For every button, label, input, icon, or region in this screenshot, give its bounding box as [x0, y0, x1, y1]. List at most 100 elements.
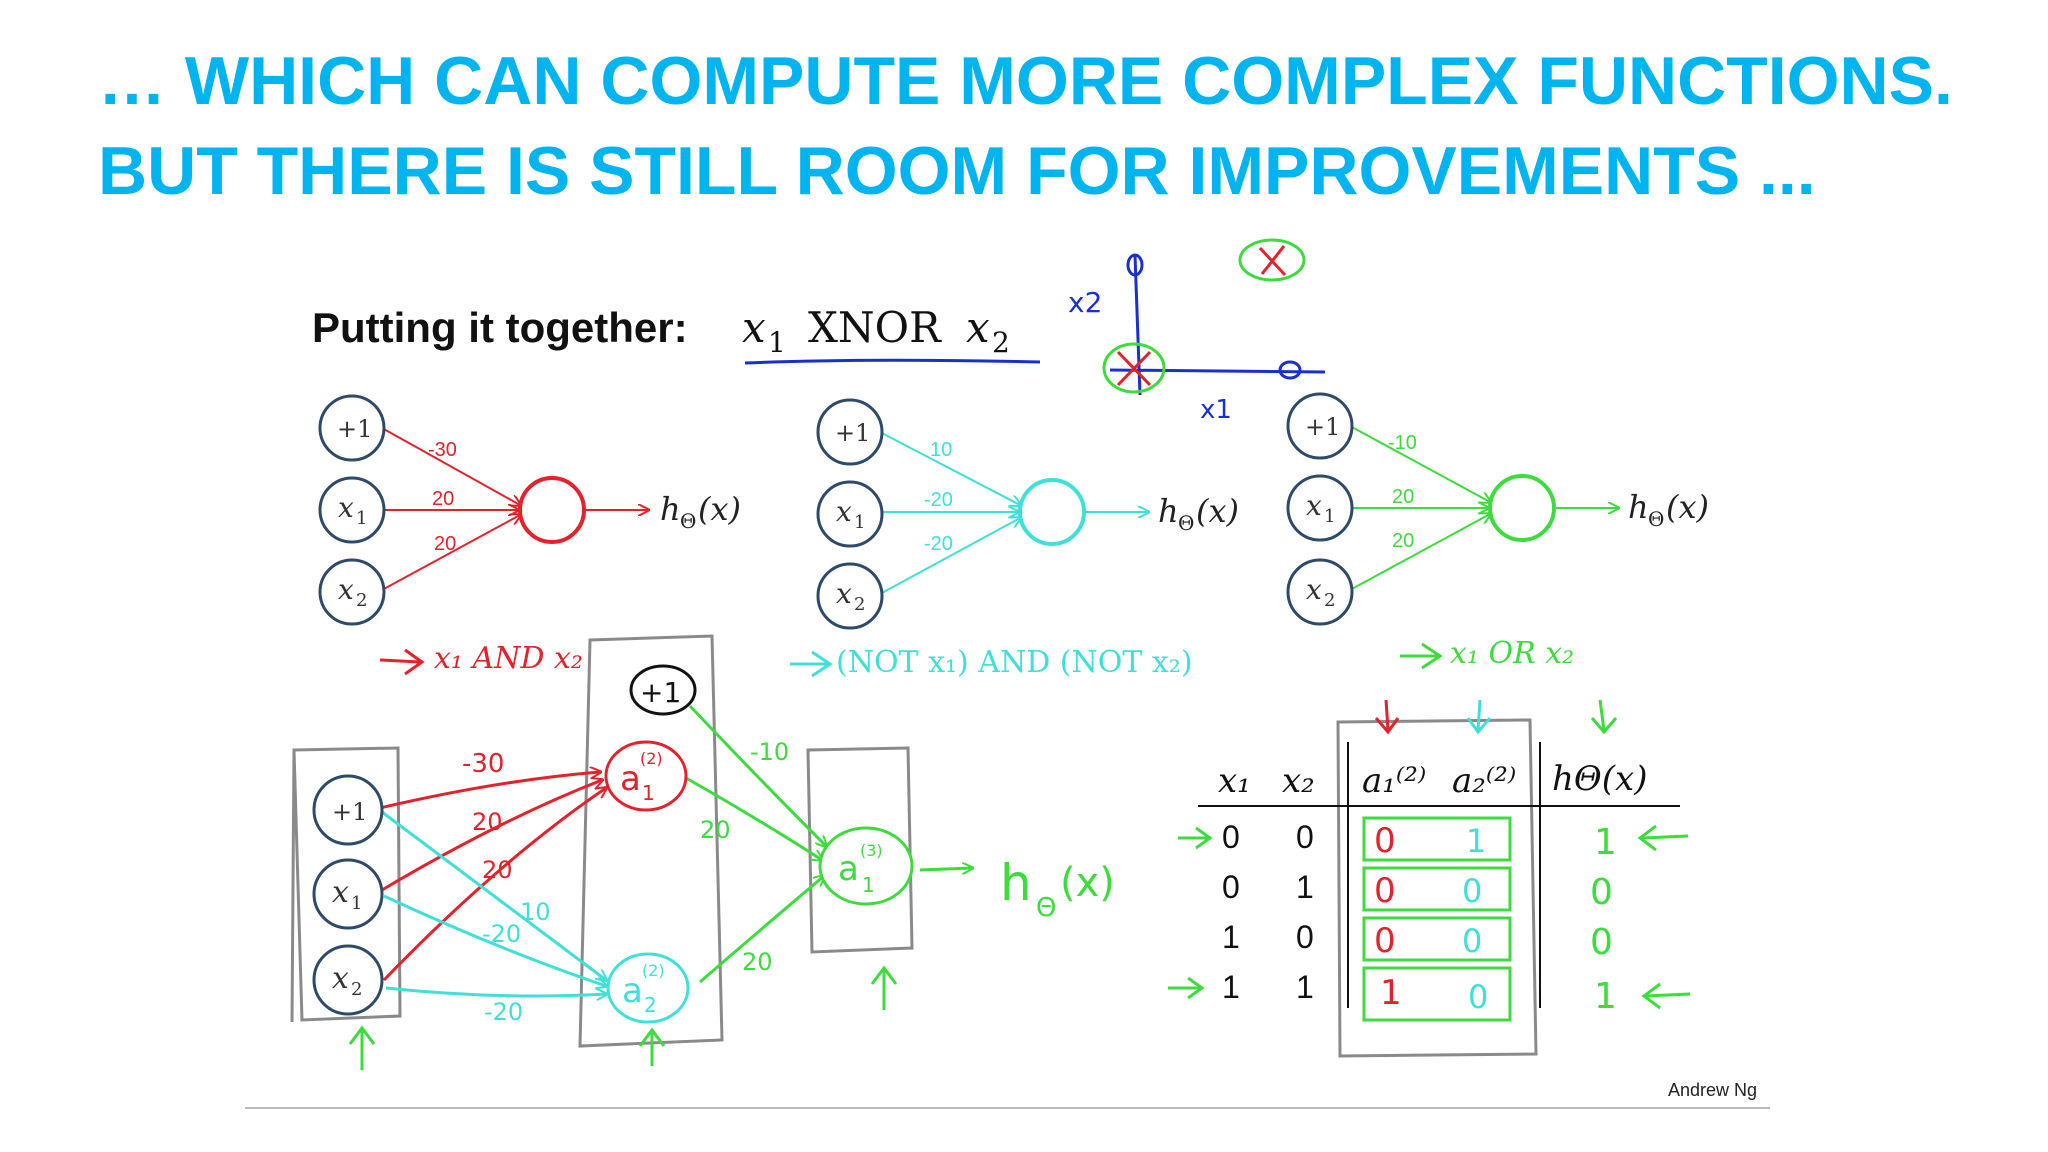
row2-x2: 1 — [1296, 869, 1314, 905]
network-or: +1 x 1 x 2 -10 20 20 h Θ (x) x₁ OR x₂ — [1286, 392, 1709, 671]
or-bias-node — [1286, 392, 1354, 460]
or-h-theta: Θ — [1648, 507, 1664, 531]
or-x2-node — [1286, 558, 1354, 626]
col-header-h: hΘ(x) — [1552, 759, 1647, 799]
or-h-h: h — [1628, 488, 1649, 526]
combined-w-bias-a3: -10 — [750, 738, 789, 766]
sketch-x1-label: x1 — [1200, 395, 1232, 425]
nor-bias-label: +1 — [835, 419, 870, 447]
combined-output-arg: (x) — [1060, 860, 1115, 906]
col-header-a1: a₁⁽²⁾ — [1362, 761, 1426, 801]
nor-x2-label: x — [836, 577, 852, 610]
row4-x1: 1 — [1222, 969, 1240, 1005]
truth-table-highlight-box — [1336, 718, 1538, 1058]
nor-x1-label: x — [836, 495, 852, 528]
row2-a2: 0 — [1462, 872, 1482, 910]
row3-x2: 0 — [1296, 919, 1314, 955]
truth-row-3: 1 0 0 0 0 — [1222, 919, 1613, 963]
combined-w-a1-a3: 20 — [700, 816, 731, 844]
row1-a2: 1 — [1466, 822, 1486, 860]
nor-label: (NOT x₁) AND (NOT x₂) — [836, 645, 1193, 680]
row1-h: 1 — [1594, 822, 1617, 863]
combined-x1-node — [312, 858, 384, 930]
nor-x1-sub: 1 — [854, 512, 865, 533]
combined-x1-label: x — [332, 875, 349, 910]
combined-a2-node — [606, 952, 690, 1024]
and-w1: 20 — [432, 488, 454, 510]
combined-a1-sub: 1 — [642, 781, 655, 805]
nor-w0: 10 — [930, 439, 952, 461]
combined-bias-label: +1 — [332, 798, 367, 826]
layer-1-box — [290, 746, 402, 1023]
combined-a3-sub: 1 — [862, 873, 875, 897]
or-h-output: h Θ (x) — [1628, 488, 1709, 531]
sketch-green-ring-top — [1238, 238, 1306, 282]
and-x2-node — [318, 558, 386, 626]
combined-a1-super: (2) — [640, 749, 663, 768]
nor-x1-node — [816, 480, 884, 548]
combined-bias-node — [312, 774, 384, 846]
or-x1-sub: 1 — [1324, 506, 1335, 527]
combined-a3-node — [818, 826, 914, 906]
row3-a2: 0 — [1462, 922, 1482, 960]
nor-w1: -20 — [924, 489, 953, 511]
nor-h-output: h Θ (x) — [1158, 492, 1239, 535]
layer-2-box — [578, 634, 724, 1048]
and-x2-sub: 2 — [356, 590, 367, 611]
combined-network: -30 20 20 10 -20 -20 -10 20 20 +1 x 1 x … — [290, 634, 1115, 1070]
combined-hidden-bias-node — [629, 664, 697, 716]
sketch-x1-axis — [1109, 368, 1326, 374]
and-h-theta: Θ — [680, 509, 696, 533]
row2-a1: 0 — [1374, 871, 1396, 911]
sketch-cross-top — [1258, 245, 1287, 277]
or-label: x₁ OR x₂ — [1450, 636, 1574, 671]
heading-x2: x — [966, 303, 990, 352]
or-h-arg: (x) — [1666, 488, 1709, 526]
and-x1-node — [318, 476, 386, 544]
nor-h-h: h — [1158, 492, 1179, 530]
and-x1-label: x — [338, 491, 354, 524]
heading-x1: x — [742, 303, 766, 352]
combined-x2-sub: 2 — [351, 979, 362, 1000]
combined-x2-label: x — [332, 961, 349, 996]
slide-title: … WHICH CAN COMPUTE MORE COMPLEX FUNCTIO… — [98, 36, 1953, 216]
truth-table: x₁ x₂ a₁⁽²⁾ a₂⁽²⁾ hΘ(x) 0 0 0 1 1 0 1 0 … — [1168, 699, 1691, 1058]
row2-h: 0 — [1590, 872, 1613, 913]
combined-x2-node — [312, 944, 384, 1016]
combined-x1-sub: 1 — [351, 893, 362, 914]
and-h-arg: (x) — [698, 490, 741, 528]
truth-row-1: 0 0 0 1 1 — [1222, 819, 1617, 863]
row3-a1: 0 — [1374, 921, 1396, 961]
row2-x1: 0 — [1222, 869, 1240, 905]
xnor-sketch: x2 x1 — [1068, 238, 1326, 425]
combined-output-theta: Θ — [1036, 893, 1056, 923]
or-x2-sub: 2 — [1324, 590, 1335, 611]
network-and: +1 x 1 x 2 -30 20 20 h Θ (x) x₁ AND x₂ — [318, 394, 741, 676]
row3-h: 0 — [1590, 922, 1613, 963]
row1-a1: 0 — [1374, 821, 1396, 861]
or-output-node — [1488, 474, 1556, 542]
combined-w-x1-a2: -20 — [482, 920, 521, 948]
nor-h-arg: (x) — [1196, 492, 1239, 530]
row1-x1: 0 — [1222, 819, 1240, 855]
and-label: x₁ AND x₂ — [434, 641, 583, 676]
nor-x2-node — [816, 562, 884, 630]
col-header-a2: a₂⁽²⁾ — [1452, 761, 1516, 801]
or-w1: 20 — [1392, 486, 1414, 508]
or-x1-label: x — [1306, 489, 1322, 522]
combined-w-x1-a1: 20 — [472, 808, 503, 836]
slide-title-line-1: … WHICH CAN COMPUTE MORE COMPLEX FUNCTIO… — [98, 43, 1953, 119]
combined-a1-label: a — [620, 759, 641, 799]
or-w2: 20 — [1392, 530, 1414, 552]
nor-w2: -20 — [924, 533, 953, 555]
combined-output-h: h — [1000, 854, 1032, 912]
or-x1-node — [1286, 474, 1354, 542]
combined-w-a2-a3: 20 — [742, 948, 773, 976]
nor-bias-node — [816, 398, 884, 466]
or-bias-label: +1 — [1305, 413, 1340, 441]
and-x1-sub: 1 — [356, 508, 367, 529]
combined-a3-super: (3) — [860, 841, 883, 860]
combined-a2-super: (2) — [642, 961, 665, 980]
heading-xnor: XNOR — [808, 303, 942, 352]
heading-x1-sub: 1 — [768, 326, 786, 359]
